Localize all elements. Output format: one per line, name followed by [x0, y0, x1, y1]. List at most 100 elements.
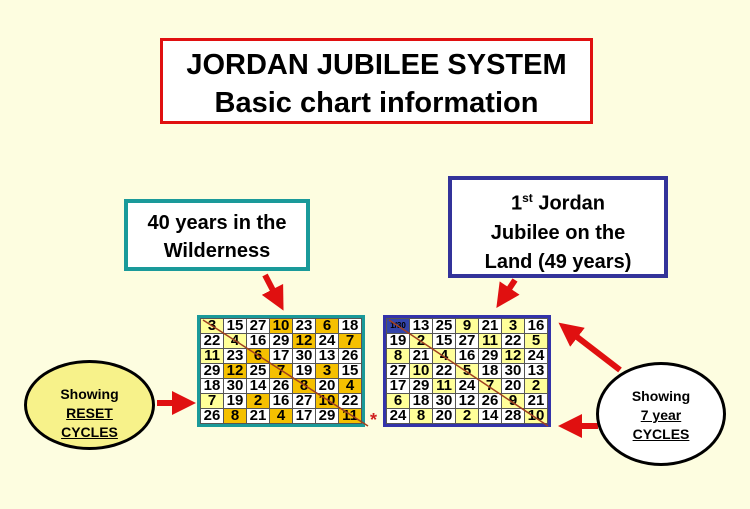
- grid-cell: 11: [338, 408, 362, 424]
- grid-cell: 19: [223, 393, 247, 409]
- grid-cell: 29: [200, 363, 224, 379]
- arrow-seven-top: [558, 322, 622, 373]
- grid-cell: 13: [524, 363, 548, 379]
- wilderness-grid: 3152710236182241629122471123617301326291…: [197, 315, 365, 427]
- reset-line-3: CYCLES: [61, 424, 118, 440]
- title-box: JORDAN JUBILEE SYSTEM Basic chart inform…: [160, 38, 593, 124]
- grid-cell: 7: [200, 393, 224, 409]
- grid-row: 192152711225: [386, 333, 548, 349]
- grid-cell: 15: [338, 363, 362, 379]
- grid-cell: 24: [524, 348, 548, 364]
- reset-line-1: Showing: [60, 386, 119, 402]
- jubilee-number: 1: [510, 192, 523, 215]
- grid-cell: 12: [455, 393, 479, 409]
- diagonal-line-left: [202, 319, 369, 427]
- grid-cell: 9: [501, 393, 525, 409]
- seven-line-1: Showing: [631, 388, 691, 404]
- reset-cycles-ellipse: Showing RESET CYCLES: [24, 360, 155, 450]
- grid-cell: 24: [386, 408, 410, 424]
- grid-cell: 22: [338, 393, 362, 409]
- grid-cell: 10: [269, 318, 293, 334]
- jubilee-grid: 1/30132592131619215271122582141629122427…: [383, 315, 551, 427]
- grid-cell: 26: [478, 393, 502, 409]
- grid-cell: 10: [315, 393, 339, 409]
- grid-cell: 23: [223, 348, 247, 364]
- title-line-2: Basic chart information: [214, 87, 539, 119]
- grid-cell: 26: [200, 408, 224, 424]
- grid-cell: 4: [269, 408, 293, 424]
- grid-cell: 22: [501, 333, 525, 349]
- jubilee-word: Jordan: [532, 192, 606, 215]
- title-line-1: JORDAN JUBILEE SYSTEM: [186, 49, 567, 81]
- grid-cell: 14: [246, 378, 270, 394]
- wilderness-line-1: 40 years in the: [147, 212, 287, 234]
- grid-cell: 27: [292, 393, 316, 409]
- grid-cell: 18: [478, 363, 502, 379]
- grid-cell: 8: [409, 408, 433, 424]
- grid-cell: 5: [524, 333, 548, 349]
- grid-cell: 3: [315, 363, 339, 379]
- grid-cell: 21: [246, 408, 270, 424]
- jubilee-line-3: Land (49 years): [484, 250, 632, 273]
- diagonal-line-right: [388, 319, 549, 427]
- grid-cell: 24: [315, 333, 339, 349]
- grid-cell: 11: [432, 378, 456, 394]
- grid-cell: 11: [200, 348, 224, 364]
- jubilee-line-1: 1st Jordan: [452, 184, 664, 219]
- grid-cell: 2: [455, 408, 479, 424]
- grid-cell: 10: [524, 408, 548, 424]
- grid-cell: 18: [338, 318, 362, 334]
- grid-cell: 12: [501, 348, 525, 364]
- grid-cell: 8: [386, 348, 410, 364]
- grid-cell: 19: [292, 363, 316, 379]
- grid-cell: 13: [315, 348, 339, 364]
- grid-cell: 30: [432, 393, 456, 409]
- seven-year-cycles-ellipse: Showing 7 year CYCLES: [596, 362, 726, 466]
- grid-cell: 25: [432, 318, 456, 334]
- arrow-wilderness: [261, 273, 284, 311]
- grid-cell: 2: [524, 378, 548, 394]
- grid-cell: 29: [269, 333, 293, 349]
- grid-cell: 22: [432, 363, 456, 379]
- grid-cell: 4: [338, 378, 362, 394]
- grid-row: 315271023618: [200, 318, 362, 334]
- grid-cell: 27: [386, 363, 410, 379]
- grid-cell: 16: [455, 348, 479, 364]
- reset-line-2: RESET: [66, 405, 113, 421]
- grid-cell: 11: [478, 333, 502, 349]
- grid-cell: 5: [455, 363, 479, 379]
- seven-line-3: CYCLES: [632, 426, 690, 442]
- grid-cell: 21: [409, 348, 433, 364]
- wilderness-line-2: Wilderness: [163, 240, 271, 262]
- grid-cell: 13: [409, 318, 433, 334]
- grid-row: 291225719315: [200, 363, 362, 379]
- grid-cell: 14: [478, 408, 502, 424]
- grid-cell: 7: [478, 378, 502, 394]
- grid-row: 719216271022: [200, 393, 362, 409]
- jubilee-line-2: Jubilee on the: [490, 221, 626, 244]
- grid-cell: 26: [269, 378, 293, 394]
- grid-cell: 27: [246, 318, 270, 334]
- grid-cell: 15: [223, 318, 247, 334]
- wilderness-box: 40 years in the Wilderness: [124, 199, 310, 271]
- jubilee-box: 1st Jordan Jubilee on the Land (49 years…: [448, 176, 668, 278]
- grid-cell: 15: [432, 333, 456, 349]
- grid-cell: 17: [292, 408, 316, 424]
- grid-cell: 16: [524, 318, 548, 334]
- jubilee-ordinal: st: [522, 191, 533, 205]
- grid-cell: 18: [200, 378, 224, 394]
- asterisk-marker: *: [370, 410, 378, 430]
- grid-cell: 23: [292, 318, 316, 334]
- grid-cell: 28: [501, 408, 525, 424]
- grid-cell: 26: [338, 348, 362, 364]
- grid-cell: 19: [386, 333, 410, 349]
- grid-cell: 20: [432, 408, 456, 424]
- seven-line-2: 7 year: [640, 407, 682, 423]
- grid-cell: 29: [478, 348, 502, 364]
- grid-cell: 27: [455, 333, 479, 349]
